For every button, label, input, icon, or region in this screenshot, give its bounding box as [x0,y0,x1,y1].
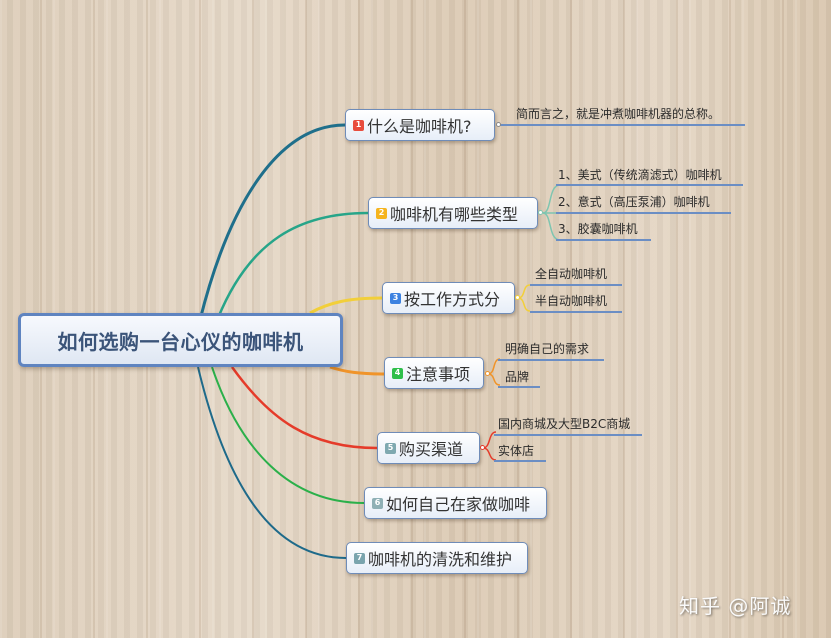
leaf-underline [494,434,642,436]
collapse-handle-1[interactable] [496,122,501,127]
leaf-3-2[interactable]: 半自动咖啡机 [535,294,608,308]
leaf-underline [556,184,743,186]
priority-6-icon: 6 [372,497,383,509]
leaf-4-2[interactable]: 品牌 [505,370,530,384]
branch-label: 购买渠道 [399,440,464,459]
leaf-underline [556,239,651,241]
leaf-3-1[interactable]: 全自动咖啡机 [535,267,608,281]
branch-label: 按工作方式分 [404,290,501,309]
branch-label: 咖啡机有哪些类型 [390,205,519,224]
leaf-underline [498,386,540,388]
watermark: 知乎 @阿诚 [679,594,792,618]
root-label: 如何选购一台心仪的咖啡机 [57,329,304,354]
branch-label: 什么是咖啡机? [367,117,472,136]
branch-node-6[interactable]: 6 如何自己在家做咖啡 [364,487,547,519]
priority-7-icon: 7 [354,552,365,564]
leaf-2-1[interactable]: 1、美式（传统滴滤式）咖啡机 [558,168,722,182]
branch-node-5[interactable]: 5 购买渠道 [377,432,480,464]
leaf-2-3[interactable]: 3、胶囊咖啡机 [558,222,638,236]
collapse-handle-2[interactable] [538,210,543,215]
root-node[interactable]: 如何选购一台心仪的咖啡机 [18,313,343,367]
leaf-underline [556,212,731,214]
leaf-underline [510,124,745,126]
leaf-underline [498,359,604,361]
collapse-handle-4[interactable] [485,371,490,376]
collapse-handle-5[interactable] [480,445,485,450]
branch-node-7[interactable]: 7 咖啡机的清洗和维护 [346,542,528,574]
priority-1-icon: 1 [353,119,364,131]
leaf-4-1[interactable]: 明确自己的需求 [505,342,590,356]
leaf-underline [494,460,546,462]
branch-node-4[interactable]: 4 注意事项 [384,357,484,389]
branch-label: 咖啡机的清洗和维护 [368,550,513,569]
leaf-underline [530,311,622,313]
leaf-5-2[interactable]: 实体店 [498,444,535,458]
branch-label: 如何自己在家做咖啡 [386,495,531,514]
branch-node-2[interactable]: 2 咖啡机有哪些类型 [368,197,538,229]
priority-5-icon: 5 [385,442,396,454]
leaf-1-1[interactable]: 简而言之，就是冲煮咖啡机器的总称。 [516,107,721,121]
collapse-handle-3[interactable] [515,295,520,300]
leaf-5-1[interactable]: 国内商城及大型B2C商城 [498,417,631,431]
priority-3-icon: 3 [390,292,401,304]
leaf-2-2[interactable]: 2、意式（高压泵浦）咖啡机 [558,195,710,209]
branch-node-3[interactable]: 3 按工作方式分 [382,282,515,314]
branch-node-1[interactable]: 1 什么是咖啡机? [345,109,495,141]
branch-label: 注意事项 [406,365,471,384]
priority-2-icon: 2 [376,207,387,219]
priority-4-icon: 4 [392,367,403,379]
leaf-underline [530,284,622,286]
